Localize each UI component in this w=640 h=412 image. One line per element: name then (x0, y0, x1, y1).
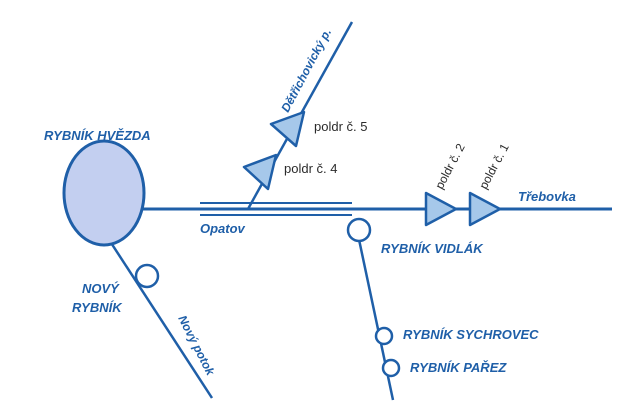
poldr-5-label: poldr č. 5 (314, 119, 367, 134)
poldr-1-label: poldr č. 1 (476, 141, 512, 191)
trebovka-label: Třebovka (518, 189, 576, 204)
novy-rybnik-pond (134, 263, 160, 289)
opatov-label: Opatov (200, 221, 246, 236)
poldr-4-triangle (242, 153, 278, 191)
rybnik-parez-label: RYBNÍK PAŘEZ (410, 360, 507, 375)
novy-rybnik-label-line1: NOVÝ (82, 281, 120, 296)
novy-potok-line (102, 231, 214, 399)
rybnik-parez-pond (381, 358, 401, 378)
rybnik-sychrovec-pond (374, 326, 394, 346)
rybnik-vidlak-pond (346, 217, 372, 243)
poldr-2-label: poldr č. 2 (432, 141, 468, 191)
novy-potok-label: Nový potok (175, 313, 218, 379)
poldr-5-triangle (269, 110, 306, 148)
poldr-4-label: poldr č. 4 (284, 161, 337, 176)
poldr-2-triangle (424, 191, 458, 227)
rybnik-vidlak-label: RYBNÍK VIDLÁK (381, 241, 484, 256)
novy-rybnik-label-line2: RYBNÍK (72, 300, 123, 315)
poldr-1-triangle (468, 191, 502, 227)
rybnik-hvezda-pond (62, 139, 146, 247)
rybnik-hvezda-label: RYBNÍK HVĚZDA (44, 128, 151, 143)
rybnik-sychrovec-label: RYBNÍK SYCHROVEC (403, 327, 539, 342)
